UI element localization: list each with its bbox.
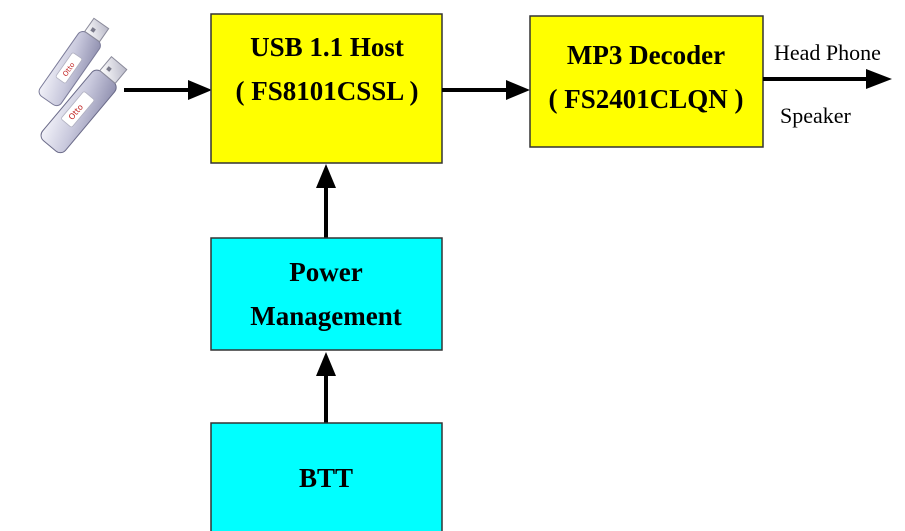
mp3-decoder-title: MP3 Decoder: [567, 40, 725, 70]
usb-flash-drive-icon: Otto Otto: [38, 17, 128, 154]
speaker-label: Speaker: [780, 103, 852, 128]
mp3-decoder-block: MP3 Decoder ( FS2401CLQN ): [529, 15, 764, 148]
btt-label: BTT: [299, 463, 353, 493]
usb-host-chip: ( FS8101CSSL ): [235, 76, 418, 106]
arrow-decoder-to-output: [763, 69, 892, 89]
usb-host-block: USB 1.1 Host ( FS8101CSSL ): [210, 13, 443, 164]
head-phone-label: Head Phone: [774, 40, 881, 65]
power-management-box: [210, 237, 443, 351]
arrow-usb-to-host: [124, 80, 212, 100]
usb-host-title: USB 1.1 Host: [250, 32, 404, 62]
power-management-line1: Power: [289, 257, 362, 287]
btt-block: BTT: [210, 422, 443, 531]
arrow-power-to-host: [316, 164, 336, 238]
btt-box: [210, 422, 443, 531]
arrow-host-to-decoder: [442, 80, 530, 100]
power-management-line2: Management: [250, 301, 401, 331]
mp3-decoder-chip: ( FS2401CLQN ): [549, 84, 744, 114]
usb-host-box: [210, 13, 443, 164]
arrow-btt-to-power: [316, 352, 336, 423]
mp3-decoder-box: [529, 15, 764, 148]
power-management-block: Power Management: [210, 237, 443, 351]
